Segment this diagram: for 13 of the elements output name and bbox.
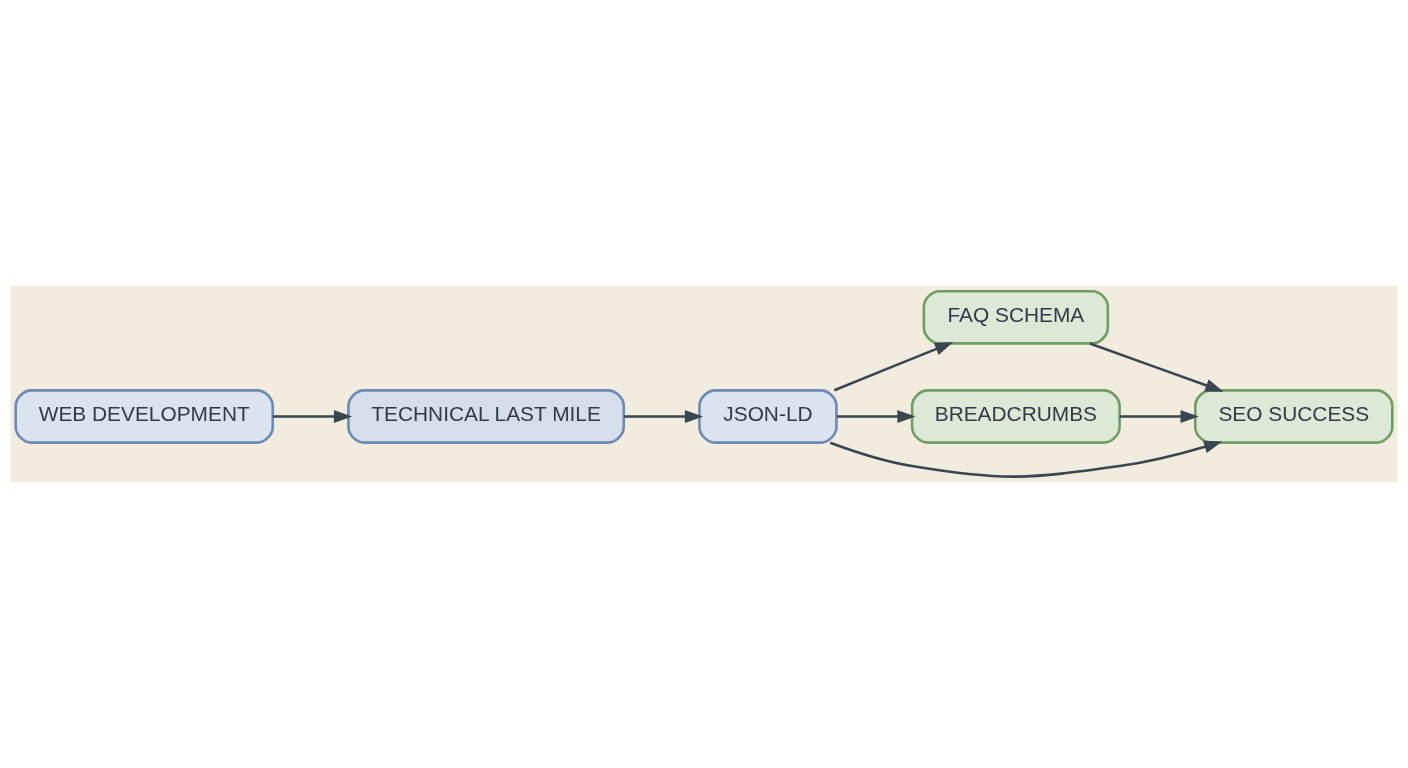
arrow: [272, 410, 353, 423]
node-box: JSON-LD: [698, 389, 838, 444]
arrow: [624, 410, 704, 423]
node-box: WEB DEVELOPMENT: [14, 389, 275, 444]
arrow: [829, 440, 1223, 478]
node-box: FAQ SCHEMA: [922, 289, 1110, 345]
node-box: BREADCRUMBS: [910, 389, 1121, 444]
arrow: [836, 410, 916, 423]
node-box: SEO SUCCESS: [1193, 389, 1394, 444]
arrow: [1119, 410, 1199, 423]
arrow: [1089, 342, 1224, 392]
arrow: [833, 342, 954, 392]
node-box: TECHNICAL LAST MILE: [347, 389, 626, 444]
